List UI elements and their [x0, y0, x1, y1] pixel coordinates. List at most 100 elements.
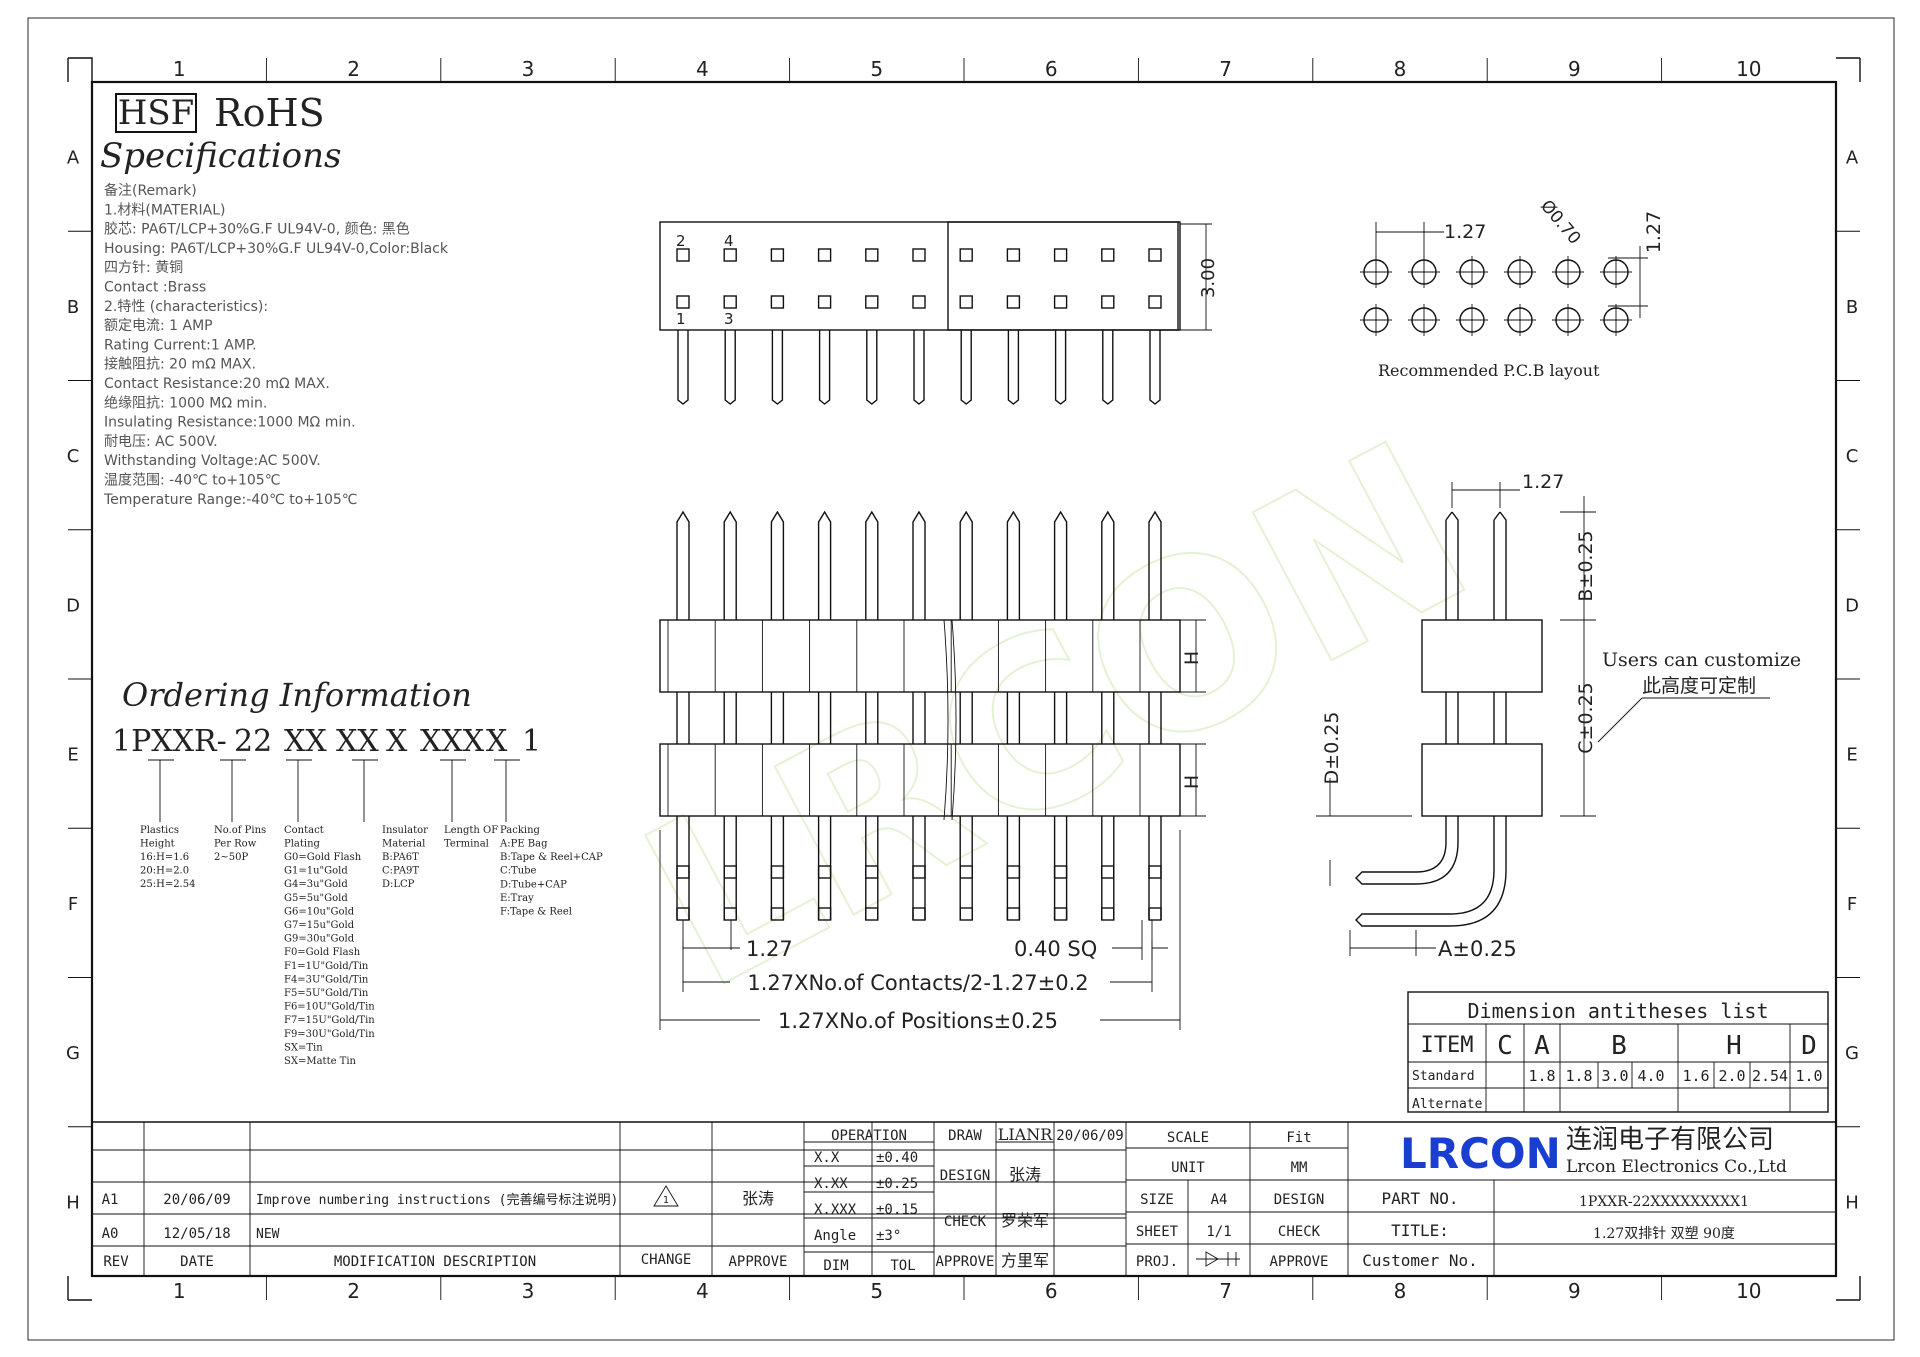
- company-logo: LRCON: [1400, 1129, 1561, 1178]
- legend-item: F5=5U"Gold/Tin: [284, 988, 369, 999]
- legend-title: Plating: [284, 839, 321, 850]
- legend-title: Material: [382, 839, 425, 850]
- signoff-name: 罗荣军: [1001, 1211, 1049, 1230]
- column-marker: 10: [1736, 1279, 1761, 1303]
- side-upper-plastic: [1421, 619, 1543, 693]
- signoff-name: 方里军: [1001, 1251, 1049, 1270]
- title-label: TITLE:: [1391, 1221, 1449, 1240]
- code-part: XXX: [420, 724, 485, 759]
- rev-date: 20/06/09: [163, 1192, 230, 1208]
- legend-item: F:Tape & Reel: [500, 907, 572, 918]
- dim-table-item: ITEM: [1421, 1033, 1474, 1058]
- spec-title: Specifications: [100, 136, 341, 176]
- front-view: H H 1.27 0.40 SQ 1.27XNo.of Contacts/2-1…: [659, 510, 1206, 1033]
- upper-plastic: [659, 619, 1181, 693]
- pcb-pitch-v: 1.27: [1643, 211, 1665, 253]
- row-marker: A: [1846, 148, 1859, 169]
- signoff-role: DRAW: [948, 1128, 982, 1144]
- dim-table-value: 2.54: [1752, 1067, 1788, 1085]
- scale-field: 1/1: [1206, 1224, 1231, 1240]
- scale-field: A4: [1211, 1192, 1228, 1208]
- scale-field: DESIGN: [1274, 1192, 1325, 1208]
- column-marker: 6: [1045, 57, 1058, 81]
- column-marker: 3: [522, 1279, 535, 1303]
- row-marker: B: [1846, 297, 1858, 318]
- signoff-role: DESIGN: [940, 1168, 991, 1184]
- code-part: XX: [284, 724, 327, 759]
- row-marker: E: [1846, 745, 1857, 766]
- rev-desc: NEW: [256, 1227, 280, 1242]
- pcb-layout: 1.27 Ø0.70 1.27 Recommended P.C.B layout: [1360, 196, 1665, 380]
- legend-item: G6=10u"Gold: [284, 906, 355, 917]
- code-part: 1: [522, 724, 541, 759]
- ordering-legend: PlasticsHeight16:H=1.620:H=2.025:H=2.54N…: [140, 825, 603, 1067]
- legend-item: C:Tube: [500, 866, 537, 877]
- code-prefix: 1PXXR-: [112, 724, 227, 759]
- spec-line: 四方针: 黄铜: [104, 259, 183, 276]
- column-marker: 6: [1045, 1279, 1058, 1303]
- spec-line: 接触阻抗: 20 mΩ MAX.: [104, 356, 256, 373]
- legend-item: F1=1U"Gold/Tin: [284, 961, 369, 972]
- note-customize-en: Users can customize: [1602, 649, 1801, 671]
- customer-no-label: Customer No.: [1362, 1251, 1478, 1270]
- corner-mark: [67, 57, 93, 82]
- legend-item: F9=30U"Gold/Tin: [284, 1029, 375, 1040]
- dim-pitch-front: 1.27: [746, 937, 793, 961]
- rohs-label: RoHS: [214, 91, 325, 135]
- pin-label: 1: [676, 310, 686, 328]
- corner-mark: [1836, 57, 1861, 82]
- scale-field: MM: [1291, 1160, 1308, 1176]
- spec-line: Withstanding Voltage:AC 500V.: [104, 453, 321, 469]
- dim-3-00: 3.00: [1198, 258, 1219, 298]
- row-marker: G: [1845, 1043, 1859, 1064]
- column-marker: 10: [1736, 57, 1761, 81]
- rev-approve: 张涛: [742, 1189, 774, 1208]
- row-marker: C: [1846, 446, 1859, 467]
- pcb-caption: Recommended P.C.B layout: [1378, 361, 1600, 380]
- column-marker: 4: [696, 57, 709, 81]
- side-view: 1.27 B±0.25 C±0.25 D±0.25 A±0.25 Users c…: [1316, 471, 1801, 961]
- scale-field: APPROVE: [1269, 1254, 1328, 1270]
- legend-item: 16:H=1.6: [140, 852, 189, 863]
- lower-plastic: [659, 743, 1181, 817]
- dim-d: D±0.25: [1321, 712, 1343, 785]
- dim-header: DIM: [823, 1258, 848, 1274]
- column-marker: 5: [870, 1279, 883, 1303]
- scale-field: Fit: [1286, 1130, 1311, 1146]
- dim-h-upper: H: [1181, 651, 1203, 665]
- legend-item: 25:H=2.54: [140, 879, 195, 890]
- rev-header: REV: [103, 1254, 129, 1270]
- tol-dim: X.XX: [814, 1176, 848, 1192]
- desc-header: MODIFICATION DESCRIPTION: [334, 1254, 536, 1270]
- spec-line: Housing: PA6T/LCP+30%G.F UL94V-0,Color:B…: [104, 241, 449, 257]
- corner-mark: [1836, 1276, 1861, 1301]
- spec-line: 1.材料(MATERIAL): [104, 202, 225, 218]
- column-marker: 4: [696, 1279, 709, 1303]
- dim-table-alternate: Alternate: [1412, 1097, 1483, 1112]
- approve-header: APPROVE: [728, 1254, 787, 1270]
- legend-item: F7=15U"Gold/Tin: [284, 1015, 375, 1026]
- legend-item: G5=5u"Gold: [284, 893, 348, 904]
- row-marker: A: [67, 148, 80, 169]
- row-marker: F: [68, 894, 78, 915]
- rev-code: A0: [102, 1226, 119, 1242]
- projection-symbol-icon: [1196, 1251, 1240, 1267]
- rev-date: 12/05/18: [163, 1226, 230, 1242]
- side-lower-plastic: [1421, 743, 1543, 817]
- dim-table-header: B: [1611, 1031, 1627, 1061]
- dim-positions: 1.27XNo.of Positions±0.25: [778, 1009, 1058, 1033]
- legend-item: A:PE Bag: [499, 839, 548, 850]
- rev-change: 1: [663, 1195, 669, 1206]
- row-marker: F: [1847, 894, 1857, 915]
- part-title: 1.27双排针 双塑 90度: [1593, 1226, 1735, 1242]
- legend-item: D:LCP: [382, 879, 415, 890]
- column-marker: 1: [173, 57, 186, 81]
- signoff-name: LIANR: [998, 1125, 1054, 1144]
- tol-value: ±0.15: [876, 1202, 918, 1218]
- legend-item: E:Tray: [500, 893, 534, 904]
- legend-item: SX=Tin: [284, 1042, 323, 1053]
- dim-table-value: 1.8: [1565, 1067, 1592, 1085]
